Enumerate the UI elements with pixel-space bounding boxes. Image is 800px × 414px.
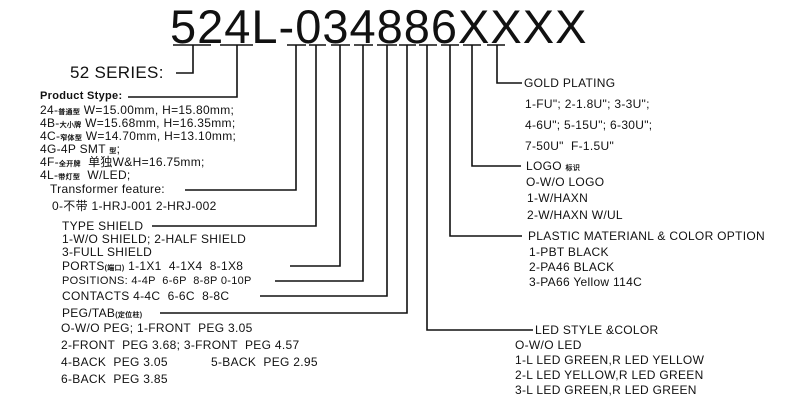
product-type-item: 4G-4P SMT 型; [40,142,121,156]
leader-plastic [449,45,522,237]
part-number: 524L-034886XXXX [170,0,588,53]
leader-shield [152,45,317,227]
peg-option: O-W/O PEG; 1-FRONT PEG 3.05 [61,321,253,335]
peg-option: 4-BACK PEG 3.05 [61,355,168,369]
leader-transformer [185,45,297,191]
product-type-label: Product Stype: [40,90,123,102]
led-option: 2-L LED YELLOW,R LED GREEN [515,368,704,382]
led-option: O-W/O LED [515,338,582,352]
leader-series [176,45,194,74]
peg-option: 5-BACK PEG 2.95 [211,355,318,369]
peg-option: 6-BACK PEG 3.85 [61,372,168,386]
leader-peg [160,45,408,314]
logo-label: LOGO 标识 [526,159,581,173]
shield-label: TYPE SHIELD [62,219,144,233]
leader-positions [275,45,364,282]
product-type-item: 4L-带灯型 W/LED; [40,168,131,182]
series-label: 52 SERIES: [70,63,164,82]
peg-label: PEG/TAB(定位柱) [62,306,143,320]
transformer-label: Transformer feature: [50,182,165,196]
product-type-item: 4C-窄体型 W=14.70mm, H=13.10mm; [40,129,237,143]
logo-option: 2-W/HAXN W/UL [527,208,623,222]
leader-ports [290,45,341,267]
logo-option: O-W/O LOGO [526,175,605,189]
gold-label: GOLD PLATING [524,76,616,90]
led-label: LED STYLE &COLOR [535,323,659,337]
leader-type [128,45,238,98]
plastic-option: 2-PA46 BLACK [529,260,615,274]
ports-row: PORTS(端口) 1-1X1 4-1X4 8-1X8 [62,259,244,273]
leader-gold [496,45,522,84]
plastic-label: PLASTIC MATERIANL & COLOR OPTION [528,229,765,243]
leader-contacts [260,45,388,297]
leader-logo [471,45,521,167]
product-type-item: 4F-全开牌 单独W&H=16.75mm; [40,155,205,169]
leader-led [426,45,533,331]
product-type-item: 24-普通型 W=15.00mm, H=15.80mm; [40,103,235,117]
product-type-item: 4B-大小牌 W=15.68mm, H=16.35mm; [40,116,236,130]
shield-options: 3-FULL SHIELD [62,245,153,259]
shield-options: 1-W/O SHIELD; 2-HALF SHIELD [62,232,247,246]
transformer-options: 0-不带 1-HRJ-001 2-HRJ-002 [52,199,217,213]
gold-option: 1-FU"; 2-1.8U"; 3-3U"; [525,97,650,111]
plastic-option: 1-PBT BLACK [529,245,609,259]
positions-row: POSITIONS: 4-4P 6-6P 8-8P 0-10P [62,275,252,287]
gold-option: 7-50U" F-1.5U" [525,139,615,153]
logo-option: 1-W/HAXN [527,191,589,205]
plastic-option: 3-PA66 Yellow 114C [529,275,643,289]
gold-option: 4-6U"; 5-15U"; 6-30U"; [525,118,653,132]
led-option: 1-L LED GREEN,R LED YELLOW [515,353,705,367]
contacts-row: CONTACTS 4-4C 6-6C 8-8C [62,289,230,303]
peg-option: 2-FRONT PEG 3.68; 3-FRONT PEG 4.57 [61,338,300,352]
led-option: 3-L LED GREEN,R LED GREEN [515,383,697,397]
